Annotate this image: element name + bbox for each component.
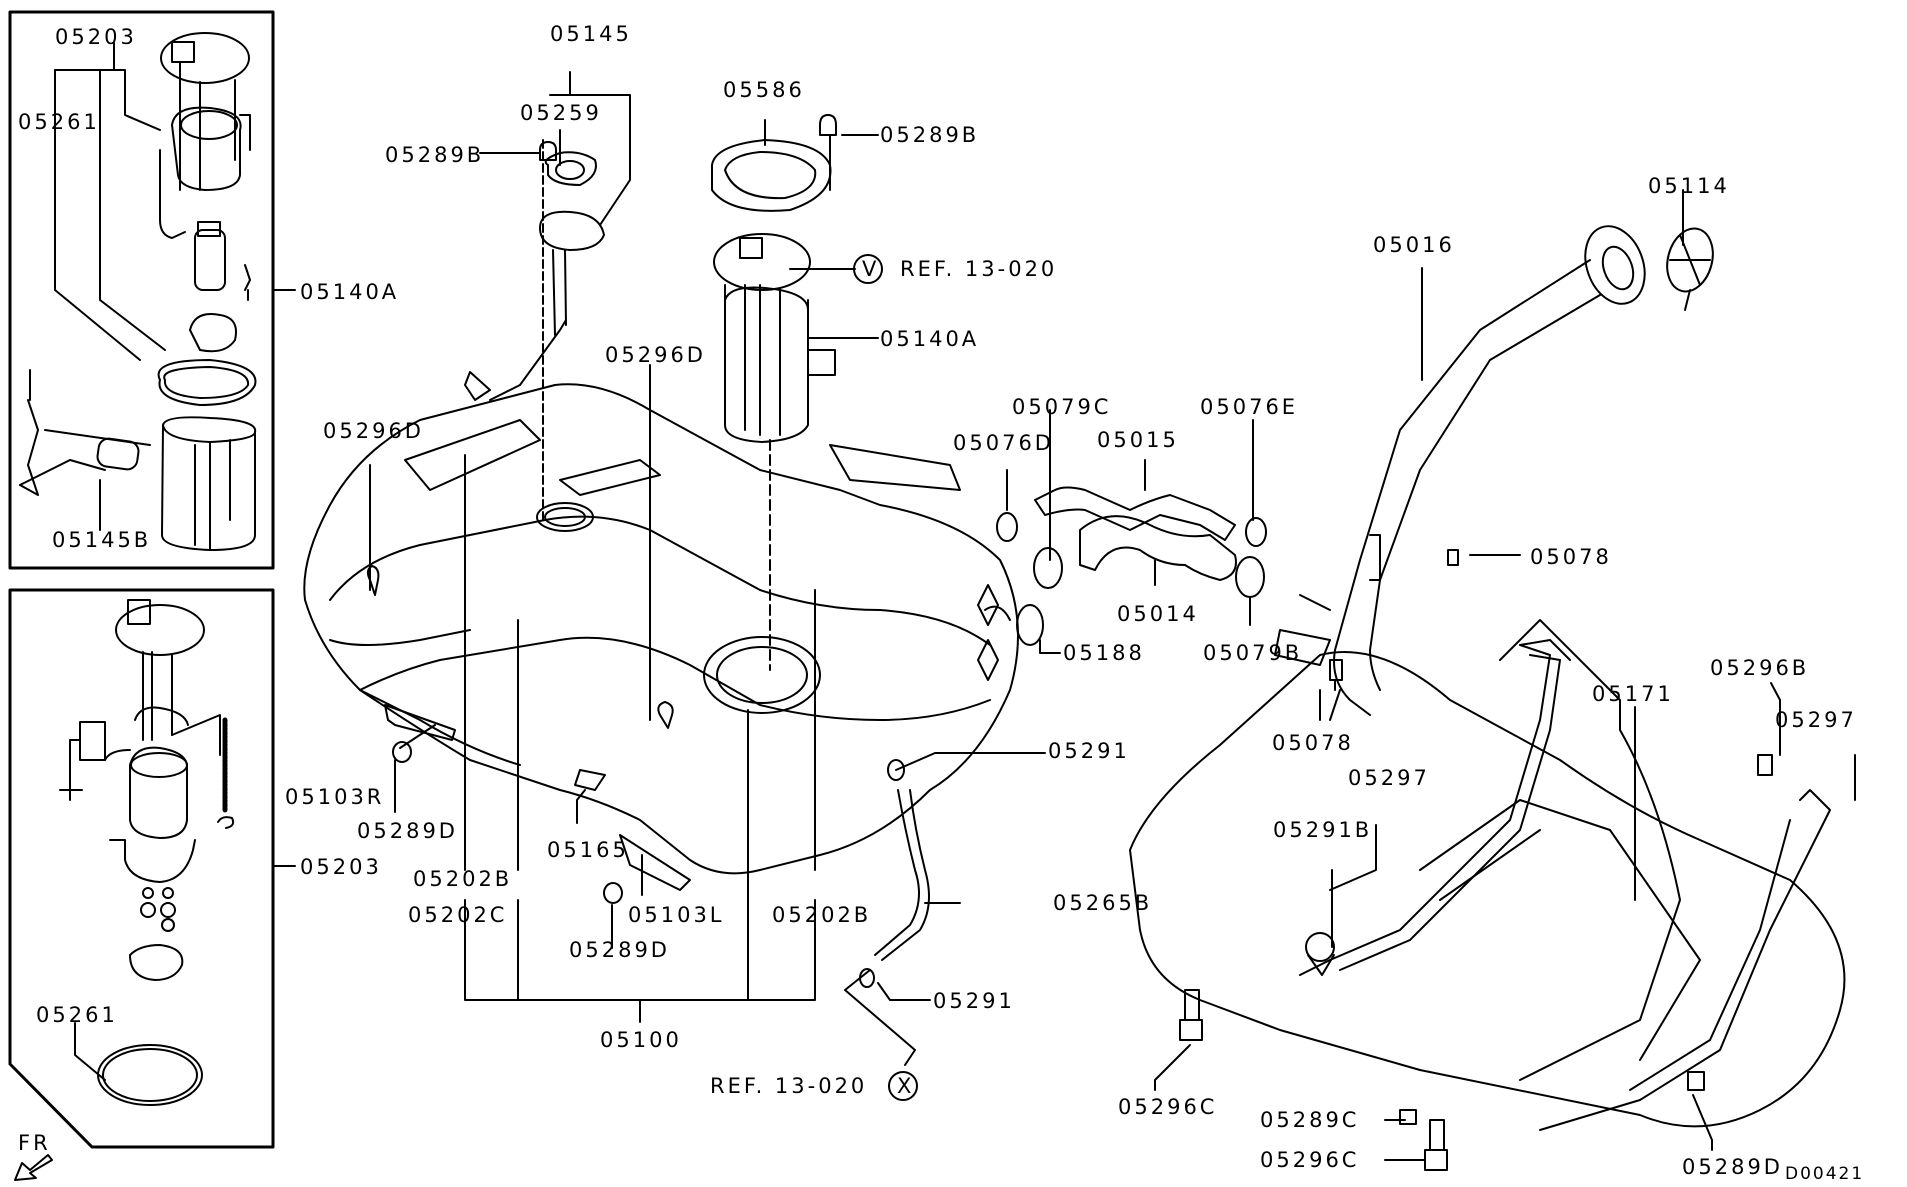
ref-link-13-020-x[interactable]: REF. 13-020 bbox=[710, 1074, 868, 1098]
part-label-05265B[interactable]: 05265B bbox=[1053, 891, 1153, 915]
part-label-05203-b[interactable]: 05203 bbox=[300, 855, 382, 879]
part-label-05289D-b[interactable]: 05289D bbox=[569, 938, 670, 962]
bolts bbox=[1180, 550, 1772, 1170]
part-label-05289D[interactable]: 05289D bbox=[357, 819, 458, 843]
part-label-05261-b[interactable]: 05261 bbox=[36, 1003, 118, 1027]
fuel-pump-module-top bbox=[20, 33, 255, 550]
part-label-05203[interactable]: 05203 bbox=[55, 25, 137, 49]
part-label-05078[interactable]: 05078 bbox=[1530, 545, 1612, 569]
part-label-05289C[interactable]: 05289C bbox=[1260, 1108, 1360, 1132]
part-label-05145[interactable]: 05145 bbox=[550, 22, 632, 46]
part-label-05289D-c[interactable]: 05289D bbox=[1682, 1155, 1783, 1179]
part-label-05296D-b[interactable]: 05296D bbox=[323, 419, 424, 443]
part-label-05291-b[interactable]: 05291 bbox=[933, 989, 1015, 1013]
front-direction-arrow-icon bbox=[15, 1155, 52, 1180]
figure-code: D00421 bbox=[1785, 1164, 1865, 1184]
part-label-05114[interactable]: 05114 bbox=[1648, 174, 1730, 198]
part-label-05296B[interactable]: 05296B bbox=[1710, 656, 1810, 680]
part-label-05291B[interactable]: 05291B bbox=[1273, 818, 1373, 842]
fuel-pump-module-bottom bbox=[60, 600, 233, 1105]
part-label-05103L[interactable]: 05103L bbox=[628, 903, 725, 927]
ref-link-13-020-v[interactable]: REF. 13-020 bbox=[900, 257, 1058, 281]
part-label-05289B-b[interactable]: 05289B bbox=[880, 123, 980, 147]
part-label-05165[interactable]: 05165 bbox=[547, 838, 629, 862]
leader-lines bbox=[55, 43, 1855, 1160]
part-label-05188[interactable]: 05188 bbox=[1063, 641, 1145, 665]
part-label-05261[interactable]: 05261 bbox=[18, 110, 100, 134]
part-label-05079B[interactable]: 05079B bbox=[1203, 641, 1303, 665]
ref-marker-v: V bbox=[862, 257, 880, 281]
fuel-gauge-unit bbox=[465, 140, 604, 520]
part-label-05291[interactable]: 05291 bbox=[1048, 739, 1130, 763]
part-label-05140A[interactable]: 05140A bbox=[300, 280, 400, 304]
part-label-05296C-b[interactable]: 05296C bbox=[1260, 1148, 1360, 1172]
part-label-05297-left[interactable]: 05297 bbox=[1348, 766, 1430, 790]
part-label-05100[interactable]: 05100 bbox=[600, 1028, 682, 1052]
fasteners-left bbox=[368, 566, 690, 903]
ref-marker-x-circle bbox=[889, 1072, 917, 1100]
cover-plate bbox=[712, 115, 836, 211]
heat-shield bbox=[1130, 620, 1844, 1126]
main-fuel-pump bbox=[714, 234, 835, 670]
part-label-05297-right[interactable]: 05297 bbox=[1775, 708, 1857, 732]
part-label-05014[interactable]: 05014 bbox=[1117, 602, 1199, 626]
inset-box-bottom bbox=[10, 590, 273, 1147]
part-label-05079C[interactable]: 05079C bbox=[1012, 395, 1112, 419]
fuel-cap bbox=[1660, 223, 1719, 310]
filler-neck bbox=[1275, 218, 1655, 715]
part-label-05145B[interactable]: 05145B bbox=[52, 528, 152, 552]
part-label-05296C[interactable]: 05296C bbox=[1118, 1095, 1218, 1119]
part-label-05015[interactable]: 05015 bbox=[1097, 428, 1179, 452]
hoses bbox=[985, 488, 1266, 646]
part-label-05296D[interactable]: 05296D bbox=[605, 343, 706, 367]
inset-box-top bbox=[10, 12, 273, 568]
front-direction-label: FR bbox=[18, 1131, 51, 1155]
part-label-05140A-b[interactable]: 05140A bbox=[880, 327, 980, 351]
part-label-05259[interactable]: 05259 bbox=[520, 101, 602, 125]
vent-hose bbox=[860, 760, 929, 987]
ref-marker-x: X bbox=[897, 1074, 915, 1098]
part-label-05103R[interactable]: 05103R bbox=[285, 785, 385, 809]
part-label-05202B-b[interactable]: 05202B bbox=[772, 903, 872, 927]
tank-strap-right bbox=[1540, 790, 1830, 1130]
part-label-05289B[interactable]: 05289B bbox=[385, 143, 485, 167]
part-label-05202B[interactable]: 05202B bbox=[413, 867, 513, 891]
part-label-05076E[interactable]: 05076E bbox=[1200, 395, 1299, 419]
ref-marker-v-circle bbox=[854, 255, 882, 283]
part-label-05016[interactable]: 05016 bbox=[1373, 233, 1455, 257]
part-label-05171[interactable]: 05171 bbox=[1592, 682, 1674, 706]
part-label-05076D[interactable]: 05076D bbox=[953, 431, 1054, 455]
part-label-05586[interactable]: 05586 bbox=[723, 78, 805, 102]
part-label-05202C[interactable]: 05202C bbox=[408, 903, 508, 927]
part-label-05078-b[interactable]: 05078 bbox=[1272, 731, 1354, 755]
